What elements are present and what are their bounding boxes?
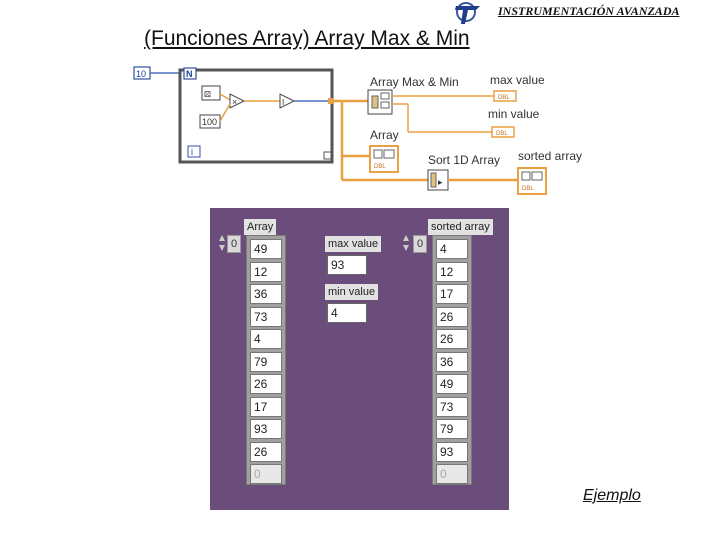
sorted-array-label: sorted array (518, 149, 582, 163)
array-element[interactable]: 79 (250, 351, 282, 372)
max-value-caption: max value (325, 236, 382, 252)
multiply-constant[interactable] (199, 114, 221, 129)
header-title: INSTRUMENTACIÓN AVANZADA (498, 4, 680, 18)
random-wire (219, 93, 231, 101)
array-element[interactable]: 26 (250, 441, 282, 462)
array-index[interactable]: 0 (227, 235, 241, 253)
svg-text:DBL: DBL (498, 95, 510, 101)
min-value-indicator: 4 (327, 303, 367, 323)
sorted-index-stepper[interactable] (402, 234, 410, 252)
svg-text:⚄: ⚄ (204, 90, 211, 99)
min-value-label: min value (488, 107, 540, 121)
svg-text:×: × (232, 97, 237, 107)
sorted-array-element: 17 (436, 284, 468, 304)
round-to-integer-icon[interactable]: I (279, 93, 296, 109)
array-element[interactable]: 73 (250, 306, 282, 327)
array-element[interactable]: 17 (250, 396, 282, 417)
max-value-label: max value (490, 73, 545, 87)
block-diagram: 10 N ⚄ × 100 I i Array Max & Min (133, 66, 582, 195)
sorted-array-element: 26 (436, 329, 468, 349)
max-value-terminal[interactable] (493, 90, 517, 102)
array-max-min-node[interactable] (367, 89, 393, 115)
svg-text:DBL: DBL (522, 186, 534, 192)
sorted-array-element: 12 (436, 261, 468, 282)
array-index-stepper[interactable] (218, 234, 226, 252)
sorted-array-element: 79 (436, 419, 468, 439)
multiply-constant-value: 100 (202, 117, 217, 127)
sorted-array-index[interactable]: 0 (413, 235, 427, 253)
svg-text:DBL: DBL (496, 131, 508, 137)
array-caption: Array (244, 219, 277, 235)
array-element[interactable]: 0 (250, 464, 282, 484)
sorted-array-element: 73 (436, 396, 468, 417)
array-label: Array (370, 128, 399, 142)
sorted-array-element: 4 (436, 239, 468, 259)
sorted-array-element: 26 (436, 306, 468, 327)
sorted-array-element: 0 (436, 464, 468, 484)
array-element[interactable]: 36 (250, 284, 282, 304)
iteration-terminal-label: i (191, 147, 193, 157)
slide-title: (Funciones Array) Array Max & Min (144, 27, 470, 50)
loop-resize-handle[interactable] (323, 151, 332, 160)
array-element[interactable]: 49 (250, 239, 282, 259)
sort-label: Sort 1D Array (428, 153, 500, 167)
sort-1d-array-node[interactable]: ▸ (427, 169, 449, 191)
loop-count-constant[interactable]: 10 (133, 66, 151, 80)
count-terminal-label: N (186, 69, 193, 79)
sorted-array-caption: sorted array (428, 219, 493, 235)
min-value-terminal[interactable] (491, 126, 515, 138)
min-value-caption: min value (325, 284, 379, 300)
constant-wire (219, 103, 231, 122)
auto-index-tunnel (328, 98, 334, 104)
sorted-array-element: 93 (436, 441, 468, 462)
array-element[interactable]: 93 (250, 419, 282, 439)
svg-text:I: I (282, 98, 284, 107)
array-element[interactable]: 12 (250, 261, 282, 282)
array-element[interactable]: 26 (250, 374, 282, 394)
array-element[interactable]: 4 (250, 329, 282, 349)
svg-text:DBL: DBL (374, 164, 386, 170)
loop-count-value: 10 (136, 69, 146, 79)
institution-logo (450, 0, 490, 26)
array-max-min-label: Array Max & Min (370, 75, 459, 89)
sorted-array-element: 36 (436, 351, 468, 372)
max-value-indicator: 93 (327, 255, 367, 275)
random-number-icon[interactable]: ⚄ (201, 85, 221, 101)
multiply-icon[interactable]: × (229, 93, 246, 109)
iteration-terminal (187, 145, 201, 158)
count-terminal (183, 67, 197, 80)
ejemplo-link[interactable]: Ejemplo (583, 487, 641, 504)
sorted-array-element: 49 (436, 374, 468, 394)
svg-text:▸: ▸ (438, 177, 443, 187)
